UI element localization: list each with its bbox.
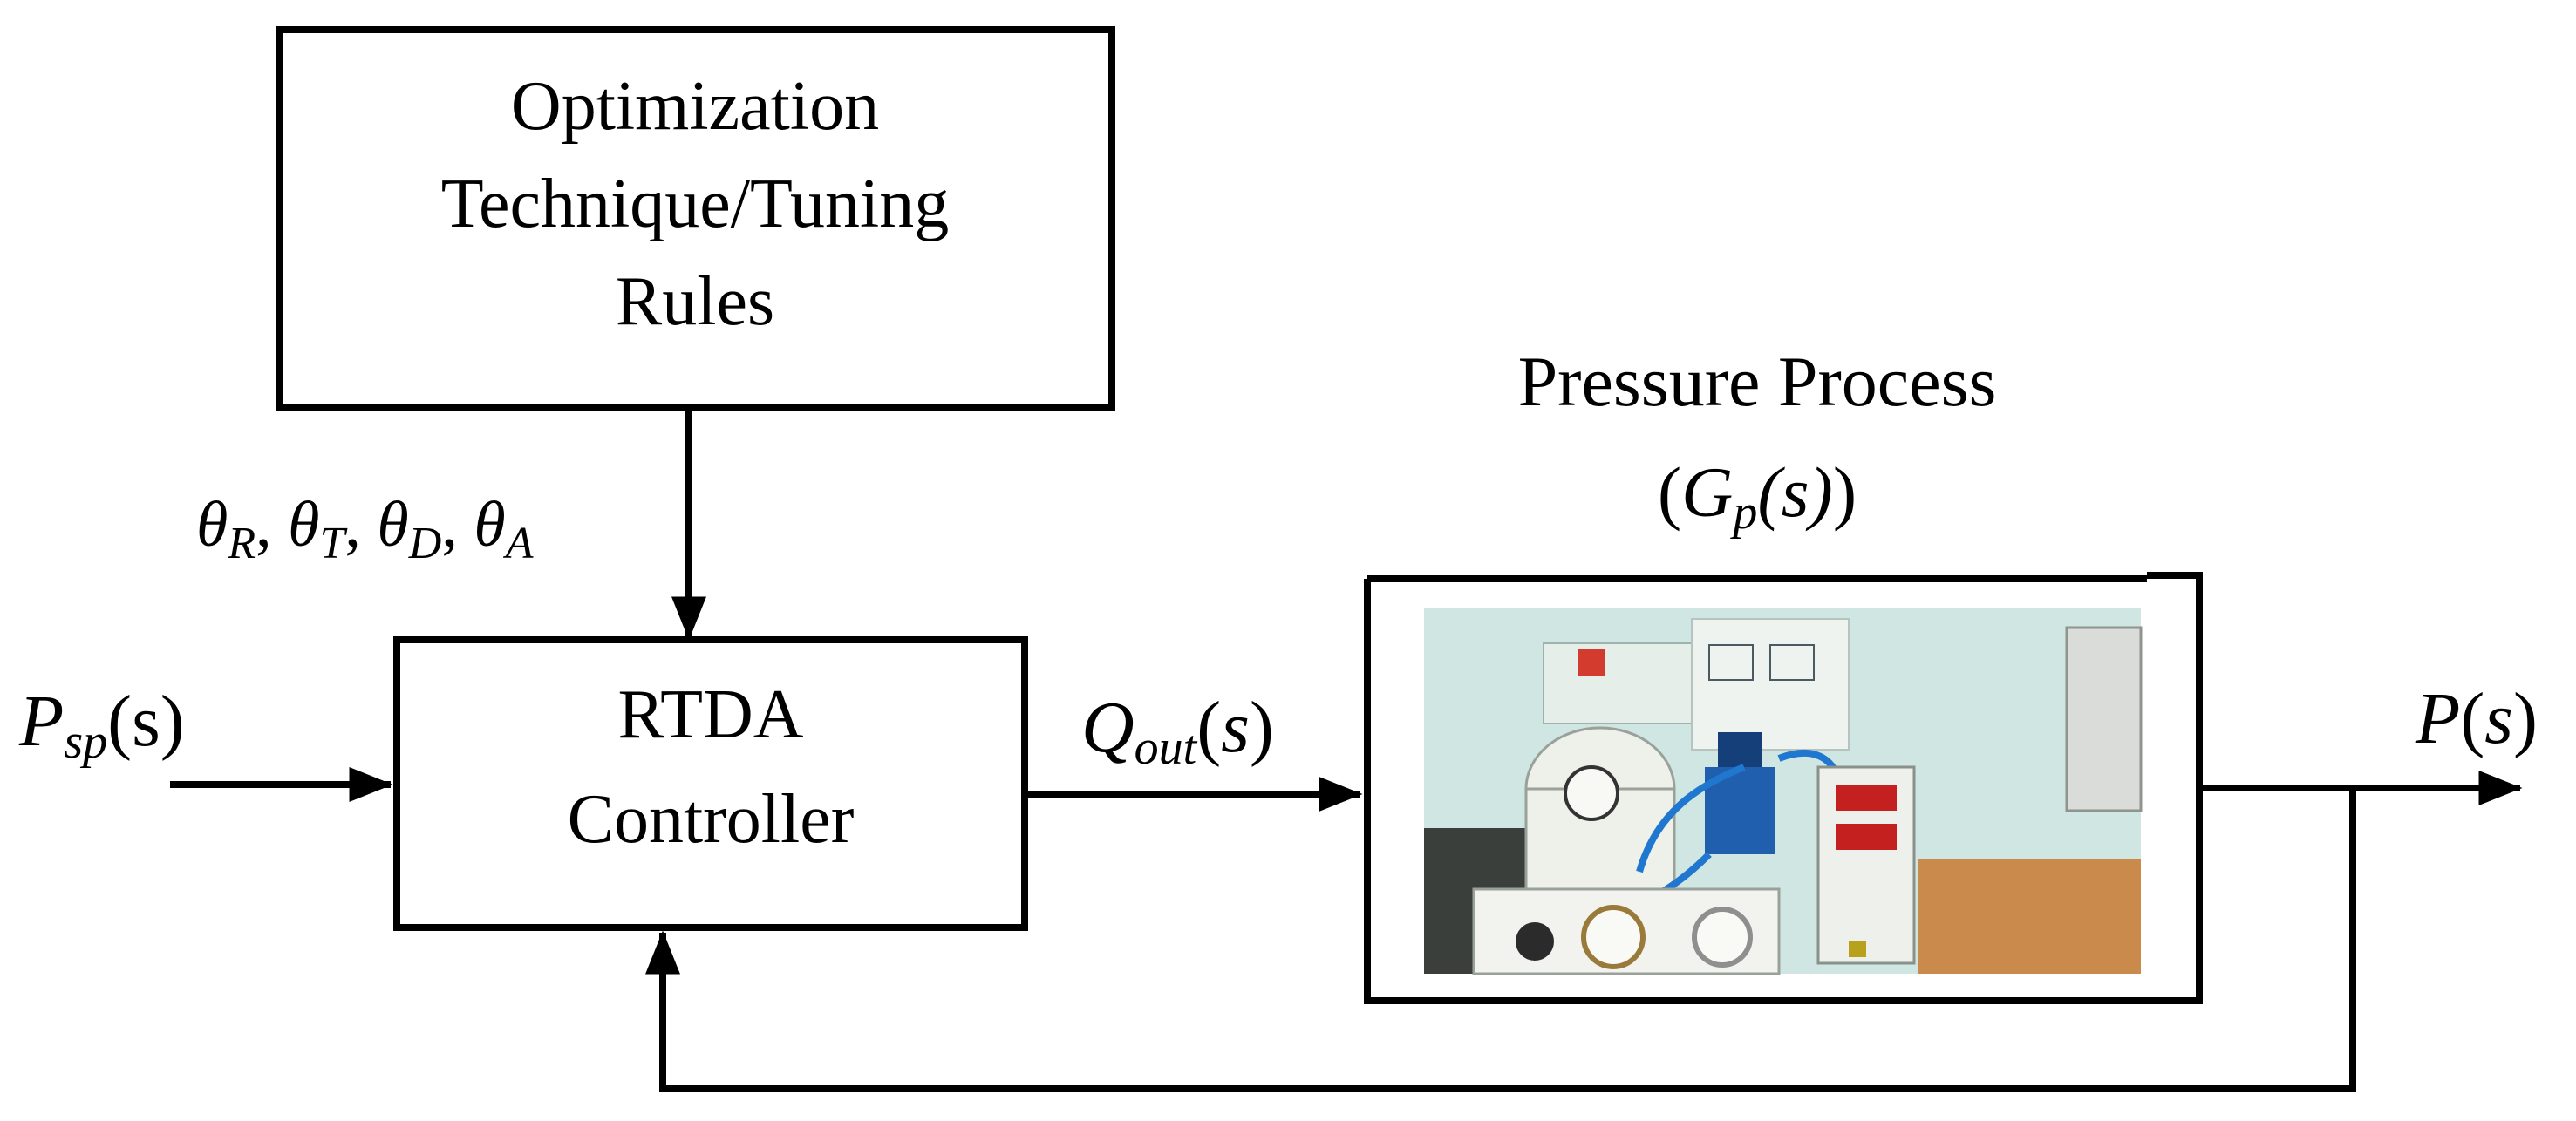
input-signal-arg: (s) (107, 681, 185, 762)
input-signal-label: Psp(s) (18, 681, 185, 769)
optimization-block-line-1: Optimization (511, 68, 879, 145)
control-signal-label: Qout(s) (1081, 687, 1274, 775)
theta-t-symbol: θ (288, 489, 319, 560)
theta-a-subscript: A (503, 519, 534, 568)
output-signal-open: ( (2460, 678, 2484, 759)
output-signal-close: ) (2513, 678, 2538, 759)
process-tf-arg: (s) (1757, 452, 1833, 532)
optimization-block-line-3: Rules (616, 263, 774, 340)
control-signal-open: ( (1196, 687, 1221, 768)
tuning-parameters-label: θR, θT, θD, θA (196, 489, 534, 568)
theta-t-sep: , (344, 489, 377, 560)
pressure-rig-photo (1424, 608, 2143, 975)
controller-block-line-1: RTDA (618, 676, 804, 753)
control-signal-close: ) (1250, 687, 1274, 768)
process-tf-open: ( (1658, 452, 1681, 532)
process-tf-close: ) (1833, 452, 1857, 532)
control-signal-var: s (1221, 687, 1250, 768)
theta-r-sep: , (256, 489, 288, 560)
optimization-block-line-2: Technique/Tuning (441, 166, 950, 242)
process-transfer-function: (Gp(s)) (1658, 452, 1857, 540)
theta-d-symbol: θ (377, 489, 408, 560)
process-tf-subscript: p (1729, 486, 1757, 540)
theta-t-subscript: T (319, 519, 347, 568)
input-signal-main: P (18, 681, 64, 762)
controller-block: RTDA Controller (393, 636, 1028, 931)
theta-d-subscript: D (408, 519, 442, 568)
optimization-block: Optimization Technique/Tuning Rules (276, 26, 1115, 411)
controller-block-line-2: Controller (568, 781, 855, 858)
input-signal-subscript: sp (64, 715, 107, 769)
theta-r-subscript: R (227, 519, 256, 568)
output-signal-label: P(s) (2415, 678, 2538, 759)
process-tf-main: G (1681, 452, 1733, 532)
output-signal-main: P (2415, 678, 2460, 759)
process-block (1364, 572, 2203, 1004)
feedback-path (645, 788, 2356, 1092)
output-signal-var: s (2484, 678, 2513, 759)
process-title: Pressure Process (1518, 342, 1997, 421)
control-signal-subscript: out (1135, 721, 1198, 775)
theta-r-symbol: θ (196, 489, 228, 560)
theta-a-symbol: θ (474, 489, 505, 560)
theta-d-sep: , (441, 489, 474, 560)
control-signal-main: Q (1081, 687, 1135, 768)
